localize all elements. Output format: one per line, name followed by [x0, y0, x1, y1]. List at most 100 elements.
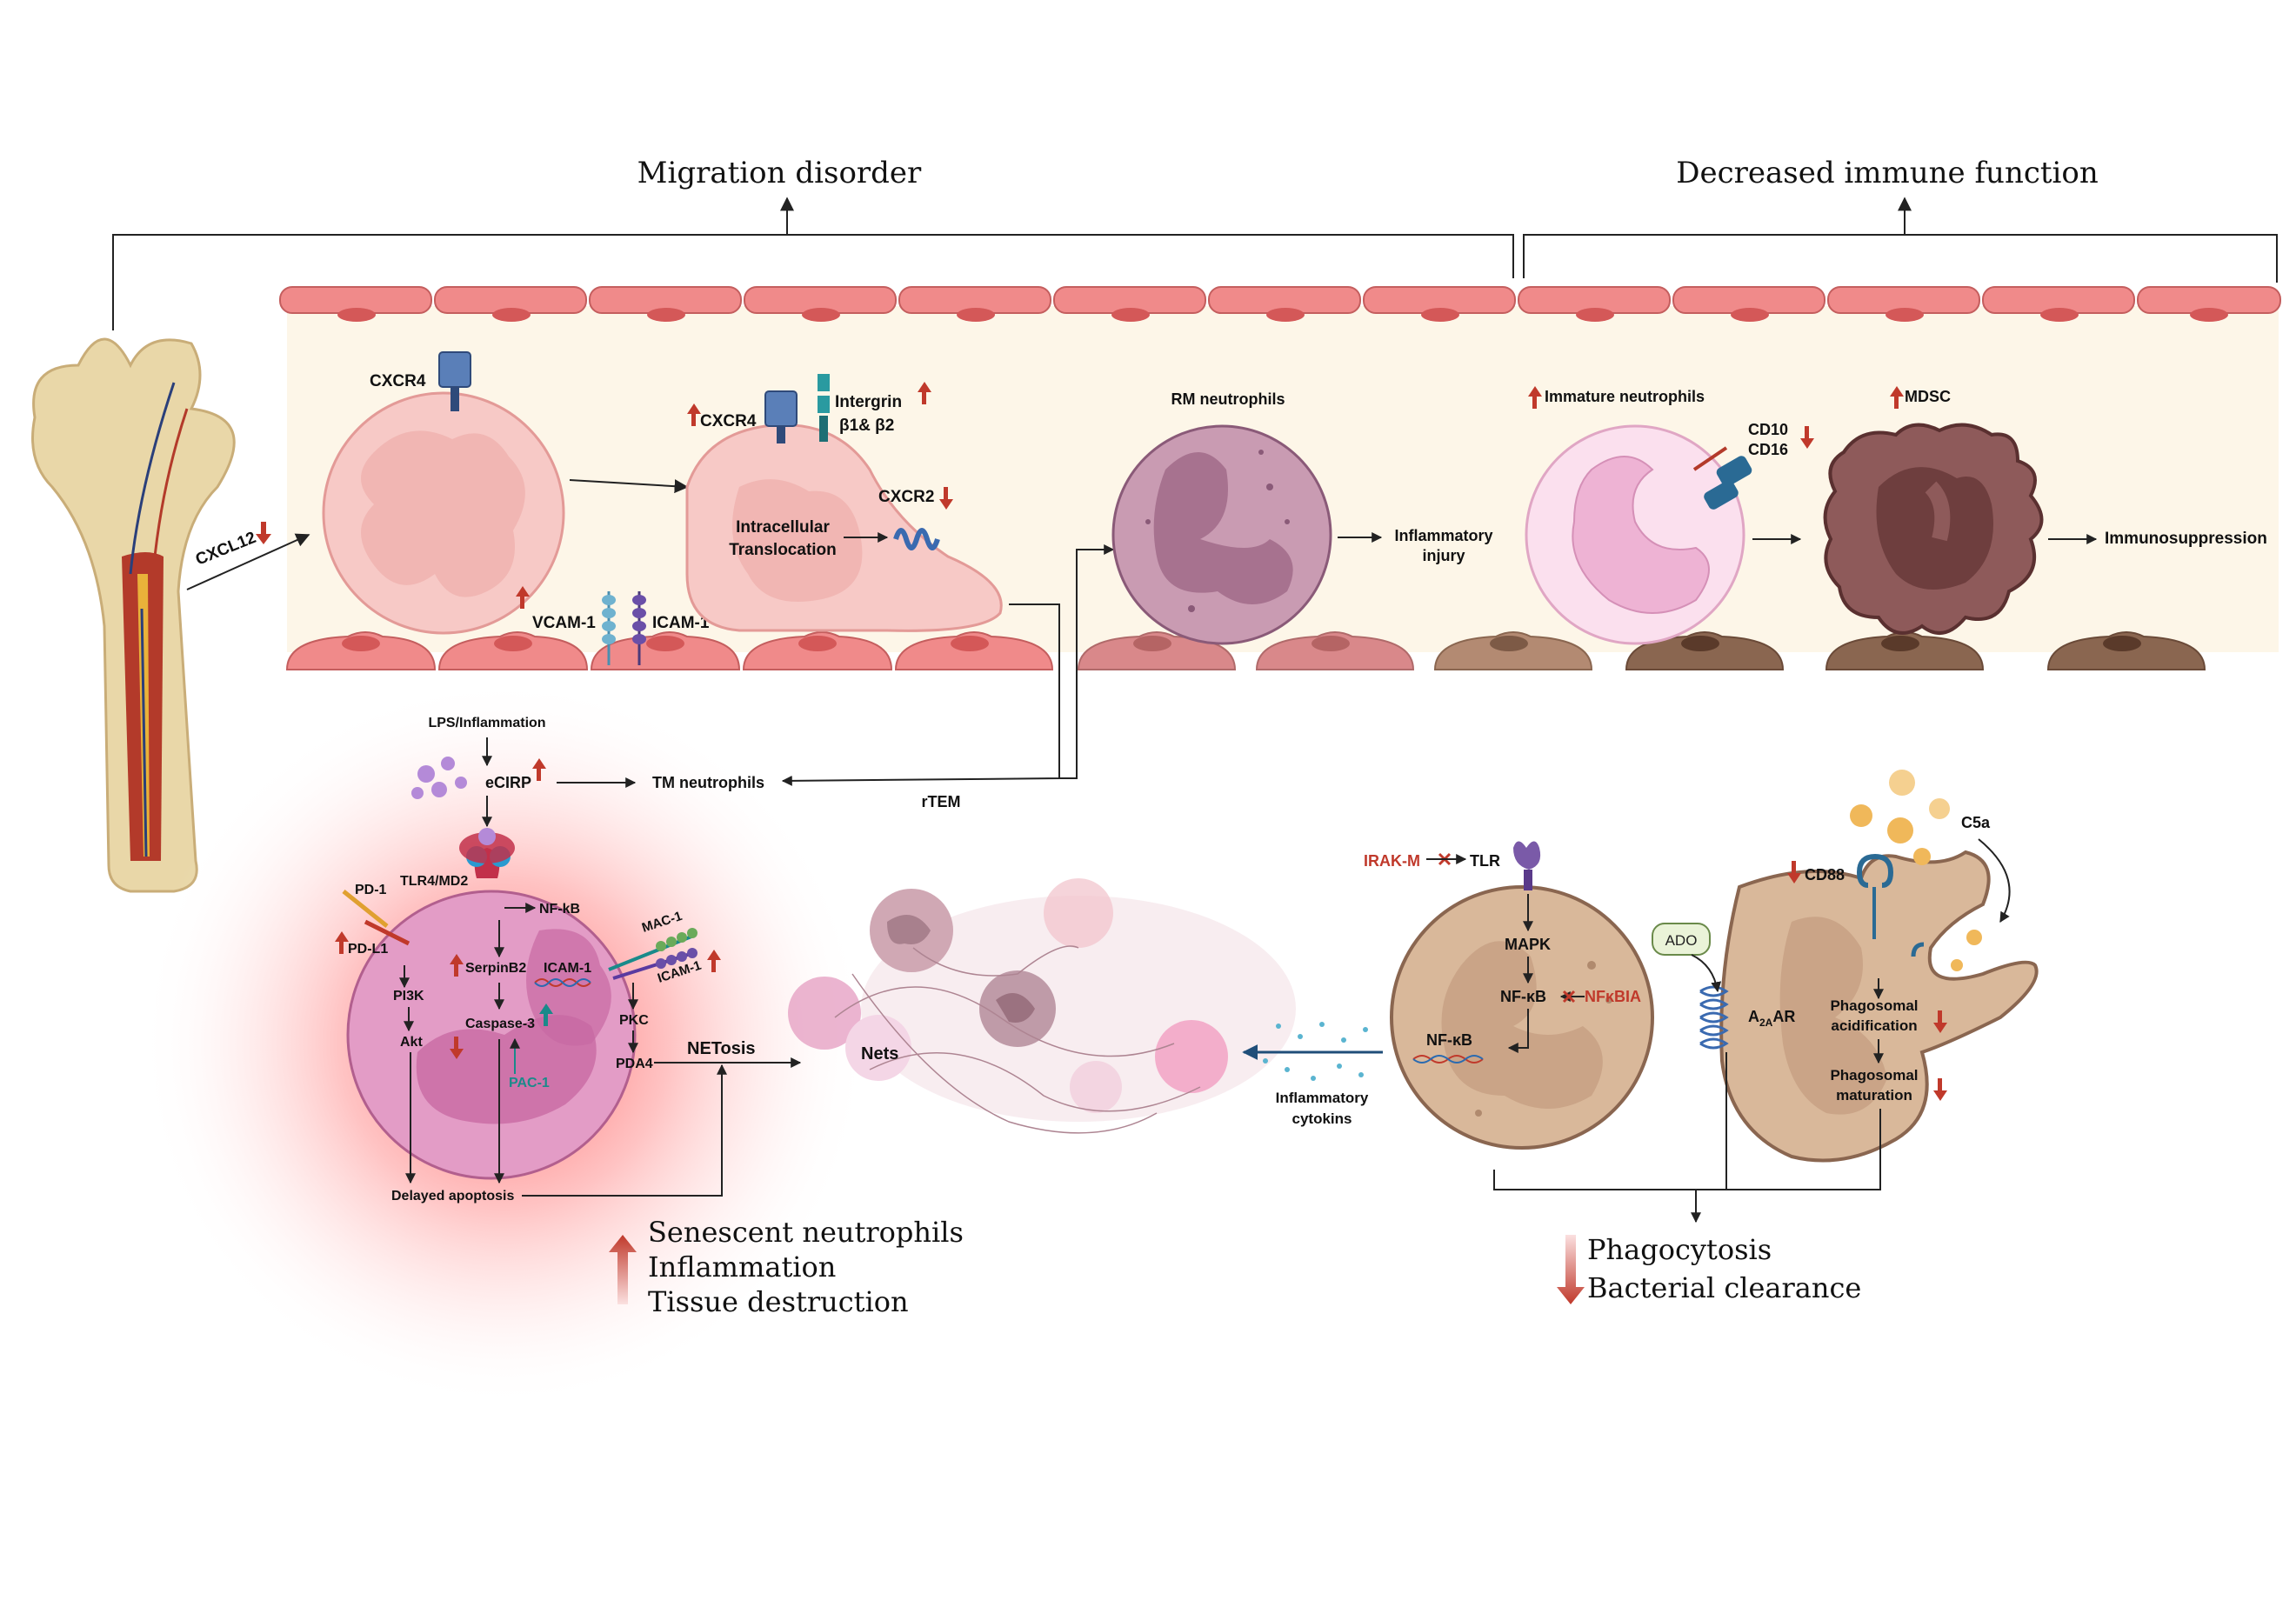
header-migration: Migration disorder — [637, 156, 922, 190]
outcome-phago-1: Phagocytosis — [1587, 1233, 1772, 1266]
label-netosis: NETosis — [687, 1039, 756, 1058]
label-tm-neutrophils: TM neutrophils — [652, 774, 764, 791]
nfkb-to-nucleus-arrow — [1507, 1009, 1529, 1053]
label-delayed: Delayed apoptosis — [391, 1189, 514, 1204]
label-serpinb2: SerpinB2 — [465, 961, 526, 976]
label-inflammatory-injury-1: Inflammatory — [1394, 527, 1492, 544]
label-nfkb: NF-kB — [539, 902, 580, 917]
header-immune: Decreased immune function — [1676, 156, 2099, 190]
label-irakm: IRAK-M — [1364, 852, 1420, 870]
neutrophil-cxcr4 — [322, 351, 565, 635]
casp-teal-up-icon — [539, 1004, 553, 1026]
label-nfkb2: NF-κB — [1426, 1031, 1472, 1049]
label-tlr4: TLR4/MD2 — [400, 874, 468, 889]
label-pi3k: PI3K — [393, 989, 424, 1004]
label-immature: Immature neutrophils — [1545, 388, 1705, 405]
label-cd16: CD16 — [1748, 441, 1788, 458]
rm-neutrophil-cell — [1111, 424, 1332, 645]
mdsc-up-icon — [1890, 386, 1904, 409]
cell1-to-cell2-arrow — [569, 479, 689, 494]
label-pda4: PDA4 — [616, 1057, 653, 1071]
immature-neutrophil-cell — [1525, 424, 1752, 645]
outcome-senescent-3: Tissue destruction — [648, 1285, 909, 1318]
cxcl12-arrow — [186, 533, 310, 590]
top-endothelium — [279, 286, 2281, 322]
label-ado: ADO — [1665, 932, 1698, 949]
dna-helix-2 — [534, 978, 591, 987]
ado-arrow — [1691, 954, 1722, 993]
phagocytic-cell — [1699, 850, 2039, 1163]
icam-out-up-icon — [707, 950, 721, 972]
label-c5a: C5a — [1961, 814, 1991, 831]
label-pkc: PKC — [619, 1013, 649, 1028]
dna-helix-4 — [1412, 1055, 1484, 1064]
rtem-path-to-rm — [1059, 544, 1115, 779]
neutrophil-crawling — [685, 374, 1003, 632]
acid-down-icon — [1933, 1010, 1947, 1033]
label-nfkb1: NF-κB — [1500, 988, 1546, 1005]
label-rm-neutrophils: RM neutrophils — [1171, 390, 1285, 408]
label-cd10: CD10 — [1748, 421, 1788, 438]
label-caspase: Caspase-3 — [465, 1017, 535, 1031]
label-nfkbia: NFκBIA — [1585, 988, 1641, 1005]
label-ecirp: eCIRP — [485, 774, 531, 791]
label-icam: ICAM-1 — [652, 614, 710, 632]
ecirp-particles — [411, 757, 467, 799]
label-acid-2: acidification — [1831, 1017, 1917, 1034]
label-cxcr4-a: CXCR4 — [370, 372, 426, 390]
label-pac1: PAC-1 — [509, 1076, 550, 1090]
bottom-endothelium — [285, 631, 2206, 670]
senescent-outcome-up-icon — [609, 1235, 637, 1304]
cytokine-particles — [1263, 1022, 1368, 1081]
label-integrin-1: Intergrin — [835, 393, 902, 411]
cd88-down-icon — [1787, 861, 1801, 884]
pdl1-up-icon — [335, 931, 349, 954]
vcam-up-icon — [516, 586, 530, 609]
label-mat-1: Phagosomal — [1830, 1067, 1918, 1084]
label-cxcl12: CXCL12 — [193, 529, 258, 570]
label-mapk: MAPK — [1505, 936, 1551, 953]
label-inflammatory-injury-2: injury — [1422, 547, 1465, 564]
vcam-icam-receptors — [602, 591, 646, 665]
tlr-signaling-cell — [1390, 841, 1654, 1150]
mat-down-icon — [1933, 1078, 1947, 1101]
immature-up-icon — [1528, 386, 1542, 409]
label-cd88: CD88 — [1805, 866, 1845, 884]
label-immunosuppression: Immunosuppression — [2105, 530, 2267, 548]
label-cytokines-2: cytokins — [1292, 1110, 1352, 1127]
label-acid-1: Phagosomal — [1830, 997, 1918, 1014]
senescent-neutrophil-cell — [342, 828, 637, 1180]
cd10-down-icon — [1800, 426, 1814, 449]
outcome-senescent-2: Inflammation — [648, 1250, 836, 1284]
c5a-particles — [1850, 770, 1982, 971]
ado-badge — [1652, 923, 1711, 956]
serpin-up-icon — [450, 954, 464, 977]
label-cxcr2: CXCR2 — [878, 488, 934, 506]
label-vcam: VCAM-1 — [532, 614, 596, 632]
delayed-to-netosis-arrow — [522, 1064, 727, 1197]
cxcl12-down-icon — [256, 522, 271, 544]
casp-down-icon — [450, 1037, 464, 1059]
rtem-path-to-tm — [781, 603, 1060, 786]
label-lps: LPS/Inflammation — [428, 716, 545, 730]
nfkbia-block-icon — [1562, 990, 1576, 1004]
label-akt: Akt — [400, 1035, 423, 1050]
cxcr4-up-icon — [687, 403, 701, 426]
label-cxcr4-b: CXCR4 — [700, 412, 757, 430]
label-tlr: TLR — [1470, 852, 1500, 870]
label-mat-2: maturation — [1836, 1087, 1912, 1104]
nets-cluster — [788, 878, 1296, 1134]
label-a2aar: A2AAR — [1748, 1008, 1795, 1029]
outcome-phago-2: Bacterial clearance — [1587, 1271, 1861, 1304]
cxcr2-down-icon — [939, 487, 953, 510]
label-rtem: rTEM — [922, 793, 961, 810]
femur-bone — [31, 337, 236, 893]
label-nets: Nets — [861, 1044, 898, 1064]
outcome-senescent-1: Senescent neutrophils — [648, 1216, 964, 1249]
label-integrin-2: β1& β2 — [839, 417, 894, 435]
phago-merge-line — [1493, 1109, 1881, 1190]
mdsc-cell — [1823, 423, 2044, 635]
mac1-icam-receptor — [608, 928, 697, 980]
